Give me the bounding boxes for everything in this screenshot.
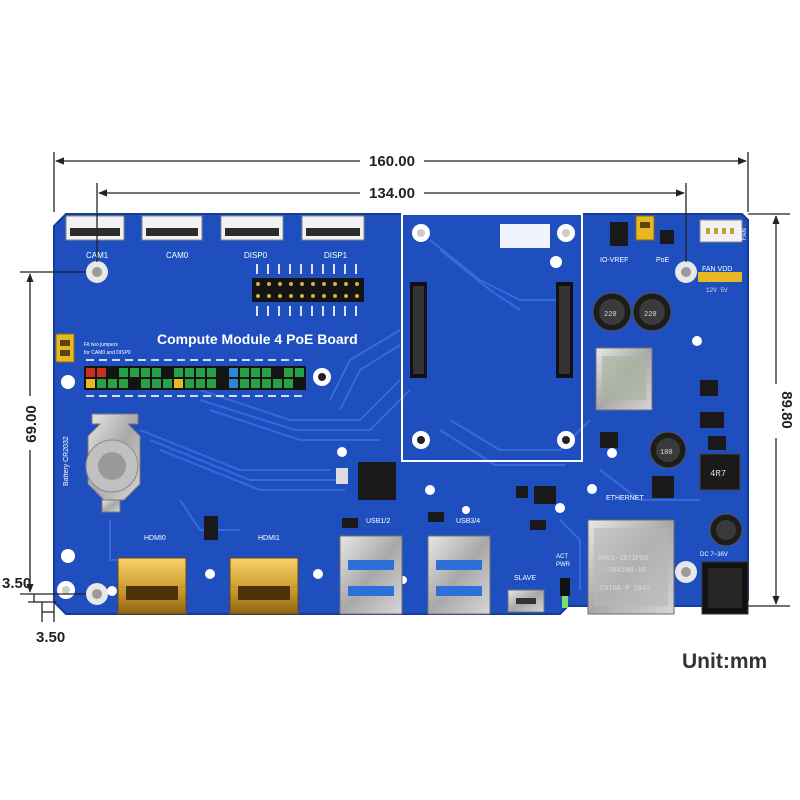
magjack-part-1: HRK1-1B71PG5 <box>598 555 648 563</box>
blank-label-pad <box>500 224 550 248</box>
label-disp1: DISP1 <box>324 251 348 260</box>
pcb: CAM1 CAM0 DISP0 DISP1 Compute Module 4 P… <box>53 213 749 615</box>
dim-hole-offset-y: 3.50 <box>2 575 31 592</box>
label-disp0: DISP0 <box>244 251 268 260</box>
camera-jumper <box>55 333 75 363</box>
electrolytic-capacitor <box>592 292 743 547</box>
dim-overall-height: 89.80 <box>778 391 795 429</box>
ethernet-jack <box>587 519 675 615</box>
label-fan-header: FAN <box>742 228 748 240</box>
dim-hole-spacing-x: 134.00 <box>369 185 415 202</box>
usb12-port <box>339 535 403 615</box>
label-hdmi0: HDMI0 <box>144 535 166 542</box>
gpio-header-40pin <box>84 366 306 390</box>
power-inductor <box>699 453 741 491</box>
cm4-module-outline <box>401 213 583 462</box>
fan-header <box>699 219 743 243</box>
usb-hub-chip <box>358 462 396 500</box>
fpc-connector-disp0 <box>220 215 284 241</box>
cap-value-1: 220 <box>604 311 617 319</box>
cap-value-3: 100 <box>660 449 673 457</box>
label-fan-voltage: 12V 5V <box>706 287 728 294</box>
label-battery: Battery CR2032 <box>63 436 70 486</box>
inductor-value: 4R7 <box>710 469 726 479</box>
usb34-port <box>427 535 491 615</box>
label-pwr: PWR <box>556 562 571 568</box>
label-cam0: CAM0 <box>166 251 189 260</box>
label-fan-vdd: FAN VDD <box>702 266 732 273</box>
magjack-part-2: -36A1BB-1R <box>604 567 647 575</box>
dim-hole-offset-x: 3.50 <box>36 629 65 646</box>
status-leds <box>560 578 570 596</box>
magjack-part-3: CHINA M 1842 <box>600 585 650 593</box>
label-poe: PoE <box>656 257 670 264</box>
label-ethernet: ETHERNET <box>606 495 644 502</box>
hdmi1-port <box>229 557 299 615</box>
fpc-connector-disp1 <box>301 215 365 241</box>
label-slave: SLAVE <box>514 575 536 582</box>
fpc-connector-cam0 <box>141 215 203 241</box>
cap-value-2: 220 <box>644 311 657 319</box>
fan-vdd-jumper <box>698 272 742 282</box>
label-io-vref: IO-VREF <box>600 257 628 264</box>
jumper-note-line-1: Fit two jumpers <box>84 342 118 348</box>
gpio-header-small <box>252 278 364 302</box>
label-usb12: USB1/2 <box>366 518 390 525</box>
fpc-connector-cam1 <box>65 215 125 241</box>
mounting-hole <box>86 261 697 605</box>
unit-label: Unit:mm <box>682 650 768 673</box>
hdmi0-port <box>117 557 187 615</box>
label-hdmi1: HDMI1 <box>258 535 280 542</box>
battery-holder <box>85 413 141 513</box>
dim-hole-spacing-y: 69.00 <box>23 405 40 443</box>
board-title: Compute Module 4 PoE Board <box>157 331 358 347</box>
label-dc-input: DC 7~36V <box>700 552 728 558</box>
jumper-note-line-2: for CAM0 and DISP0 <box>84 350 131 356</box>
dim-overall-width: 160.00 <box>369 153 415 170</box>
label-usb34: USB3/4 <box>456 518 480 525</box>
label-act: ACT <box>556 554 568 560</box>
io-vref-jumper <box>610 222 628 246</box>
